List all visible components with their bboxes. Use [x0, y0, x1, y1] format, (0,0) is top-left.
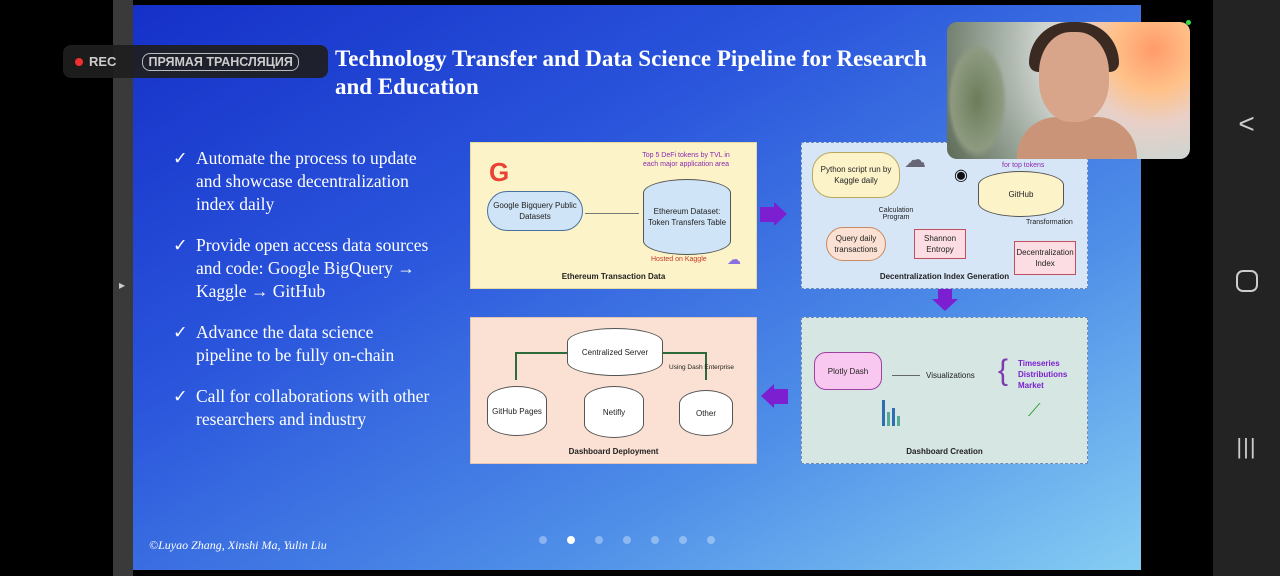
bullet-item: ✓ Provide open access data sources and co…: [173, 234, 433, 303]
bar-chart-icon: [882, 398, 900, 426]
bullet-item: ✓ Call for collaborations with other rese…: [173, 385, 433, 431]
brace-icon: {: [998, 354, 1009, 387]
netlify-cylinder: Netifly: [584, 386, 644, 438]
bullet-text: Advance the data science pipeline to be …: [196, 322, 395, 365]
bitcoin-cloud-icon: ☁: [727, 251, 741, 267]
page-dot[interactable]: [595, 536, 603, 544]
presenter-body: [1017, 117, 1137, 159]
camera-active-indicator: [1186, 20, 1191, 25]
expand-arrow-icon[interactable]: ▸: [119, 278, 126, 292]
plotly-dash-box: Plotly Dash: [814, 352, 882, 390]
ethereum-data-panel: G Google Bigquery Public Datasets Top 5 …: [470, 142, 757, 289]
flow-arrow-right-icon: [760, 207, 774, 222]
page-dot[interactable]: [539, 536, 547, 544]
slide-title: Technology Transfer and Data Science Pip…: [335, 46, 927, 99]
flow-arrow: [515, 352, 567, 380]
slide-footer: ©Luyao Zhang, Xinshi Ma, Yulin Liu: [149, 538, 327, 552]
home-button[interactable]: [1213, 270, 1280, 297]
rec-dot-icon: [75, 57, 83, 66]
server-cylinder: Centralized Server: [567, 328, 663, 376]
flow-arrow: [892, 375, 920, 376]
slide-pagination[interactable]: [539, 536, 715, 544]
flow-arrow-down-icon: [938, 289, 952, 299]
bullet-item: ✓ Advance the data science pipeline to be…: [173, 321, 433, 367]
presenter-face: [1039, 32, 1109, 122]
presenter-video[interactable]: [947, 22, 1190, 159]
query-box: Query daily transactions: [826, 227, 886, 261]
bullet-text: Automate the process to update and showc…: [196, 148, 417, 214]
cloud-download-icon: ☁: [904, 147, 926, 172]
google-logo-icon: G: [489, 157, 510, 187]
back-button[interactable]: <: [1238, 108, 1255, 139]
panel-caption: Dashboard Creation: [906, 447, 983, 456]
flow-arrow: [585, 213, 639, 214]
github-logo-icon: ◉: [954, 167, 968, 184]
dashboard-deployment-panel: Centralized Server Using Dash Enterprise…: [470, 317, 757, 464]
page-dot[interactable]: [623, 536, 631, 544]
check-icon: ✓: [173, 235, 188, 255]
page-dot[interactable]: [679, 536, 687, 544]
bullet-list: ✓ Automate the process to update and show…: [173, 147, 433, 449]
check-icon: ✓: [173, 322, 188, 342]
line-chart-icon: ⟋: [1028, 400, 1041, 420]
dataset-cylinder: Ethereum Dataset: Token Transfers Table: [643, 179, 731, 255]
github-pages-cylinder: GitHub Pages: [487, 386, 547, 436]
flow-arrow: [663, 352, 707, 380]
bullet-item: ✓ Automate the process to update and show…: [173, 147, 433, 216]
bullet-text: Call for collaborations with other resea…: [196, 386, 430, 429]
type-timeseries: Timeseries: [1018, 359, 1060, 368]
side-panel-handle[interactable]: ▸: [113, 0, 133, 576]
plant-background: [947, 42, 1007, 159]
recording-badge: REC ПРЯМАЯ ТРАНСЛЯЦИЯ: [63, 45, 328, 78]
panel-caption: Decentralization Index Generation: [879, 272, 1010, 281]
calc-label: Calculation Program: [878, 207, 914, 221]
hosted-note: Hosted on Kaggle: [651, 256, 707, 263]
panel-caption: Dashboard Deployment: [568, 447, 659, 456]
type-market: Market: [1018, 381, 1044, 390]
visualizations-label: Visualizations: [926, 371, 975, 380]
panel-caption: Ethereum Transaction Data: [561, 272, 666, 281]
note-top: Top 5 DeFi tokens by TVL in each major a…: [642, 152, 730, 168]
flow-arrow-left-icon: [774, 389, 788, 404]
check-icon: ✓: [173, 148, 188, 168]
page-dot-active[interactable]: [567, 536, 575, 544]
entropy-box: Shannon Entropy: [914, 229, 966, 259]
index-generation-panel: Python script run by Kaggle daily ☁ ◉ fo…: [801, 142, 1088, 289]
check-icon: ✓: [173, 386, 188, 406]
dash-enterprise-note: Using Dash Enterprise: [669, 364, 735, 371]
bigquery-cloud: Google Bigquery Public Datasets: [487, 191, 583, 231]
top-tokens-note: for top tokens: [1002, 162, 1045, 169]
live-badge: ПРЯМАЯ ТРАНСЛЯЦИЯ: [142, 52, 299, 71]
page-dot[interactable]: [651, 536, 659, 544]
other-cylinder: Other: [679, 390, 733, 436]
rec-label: REC: [89, 54, 117, 69]
page-dot[interactable]: [707, 536, 715, 544]
github-cylinder: GitHub: [978, 171, 1064, 217]
android-nav-bar: < |||: [1213, 0, 1280, 576]
bullet-text: Provide open access data sources and cod…: [196, 235, 429, 301]
home-icon: [1235, 270, 1258, 292]
type-distributions: Distributions: [1018, 370, 1068, 379]
index-box: Decentralization Index: [1014, 241, 1076, 275]
recents-button[interactable]: |||: [1236, 434, 1257, 459]
python-script-box: Python script run by Kaggle daily: [812, 152, 900, 198]
transformation-label: Transformation: [1026, 219, 1073, 226]
